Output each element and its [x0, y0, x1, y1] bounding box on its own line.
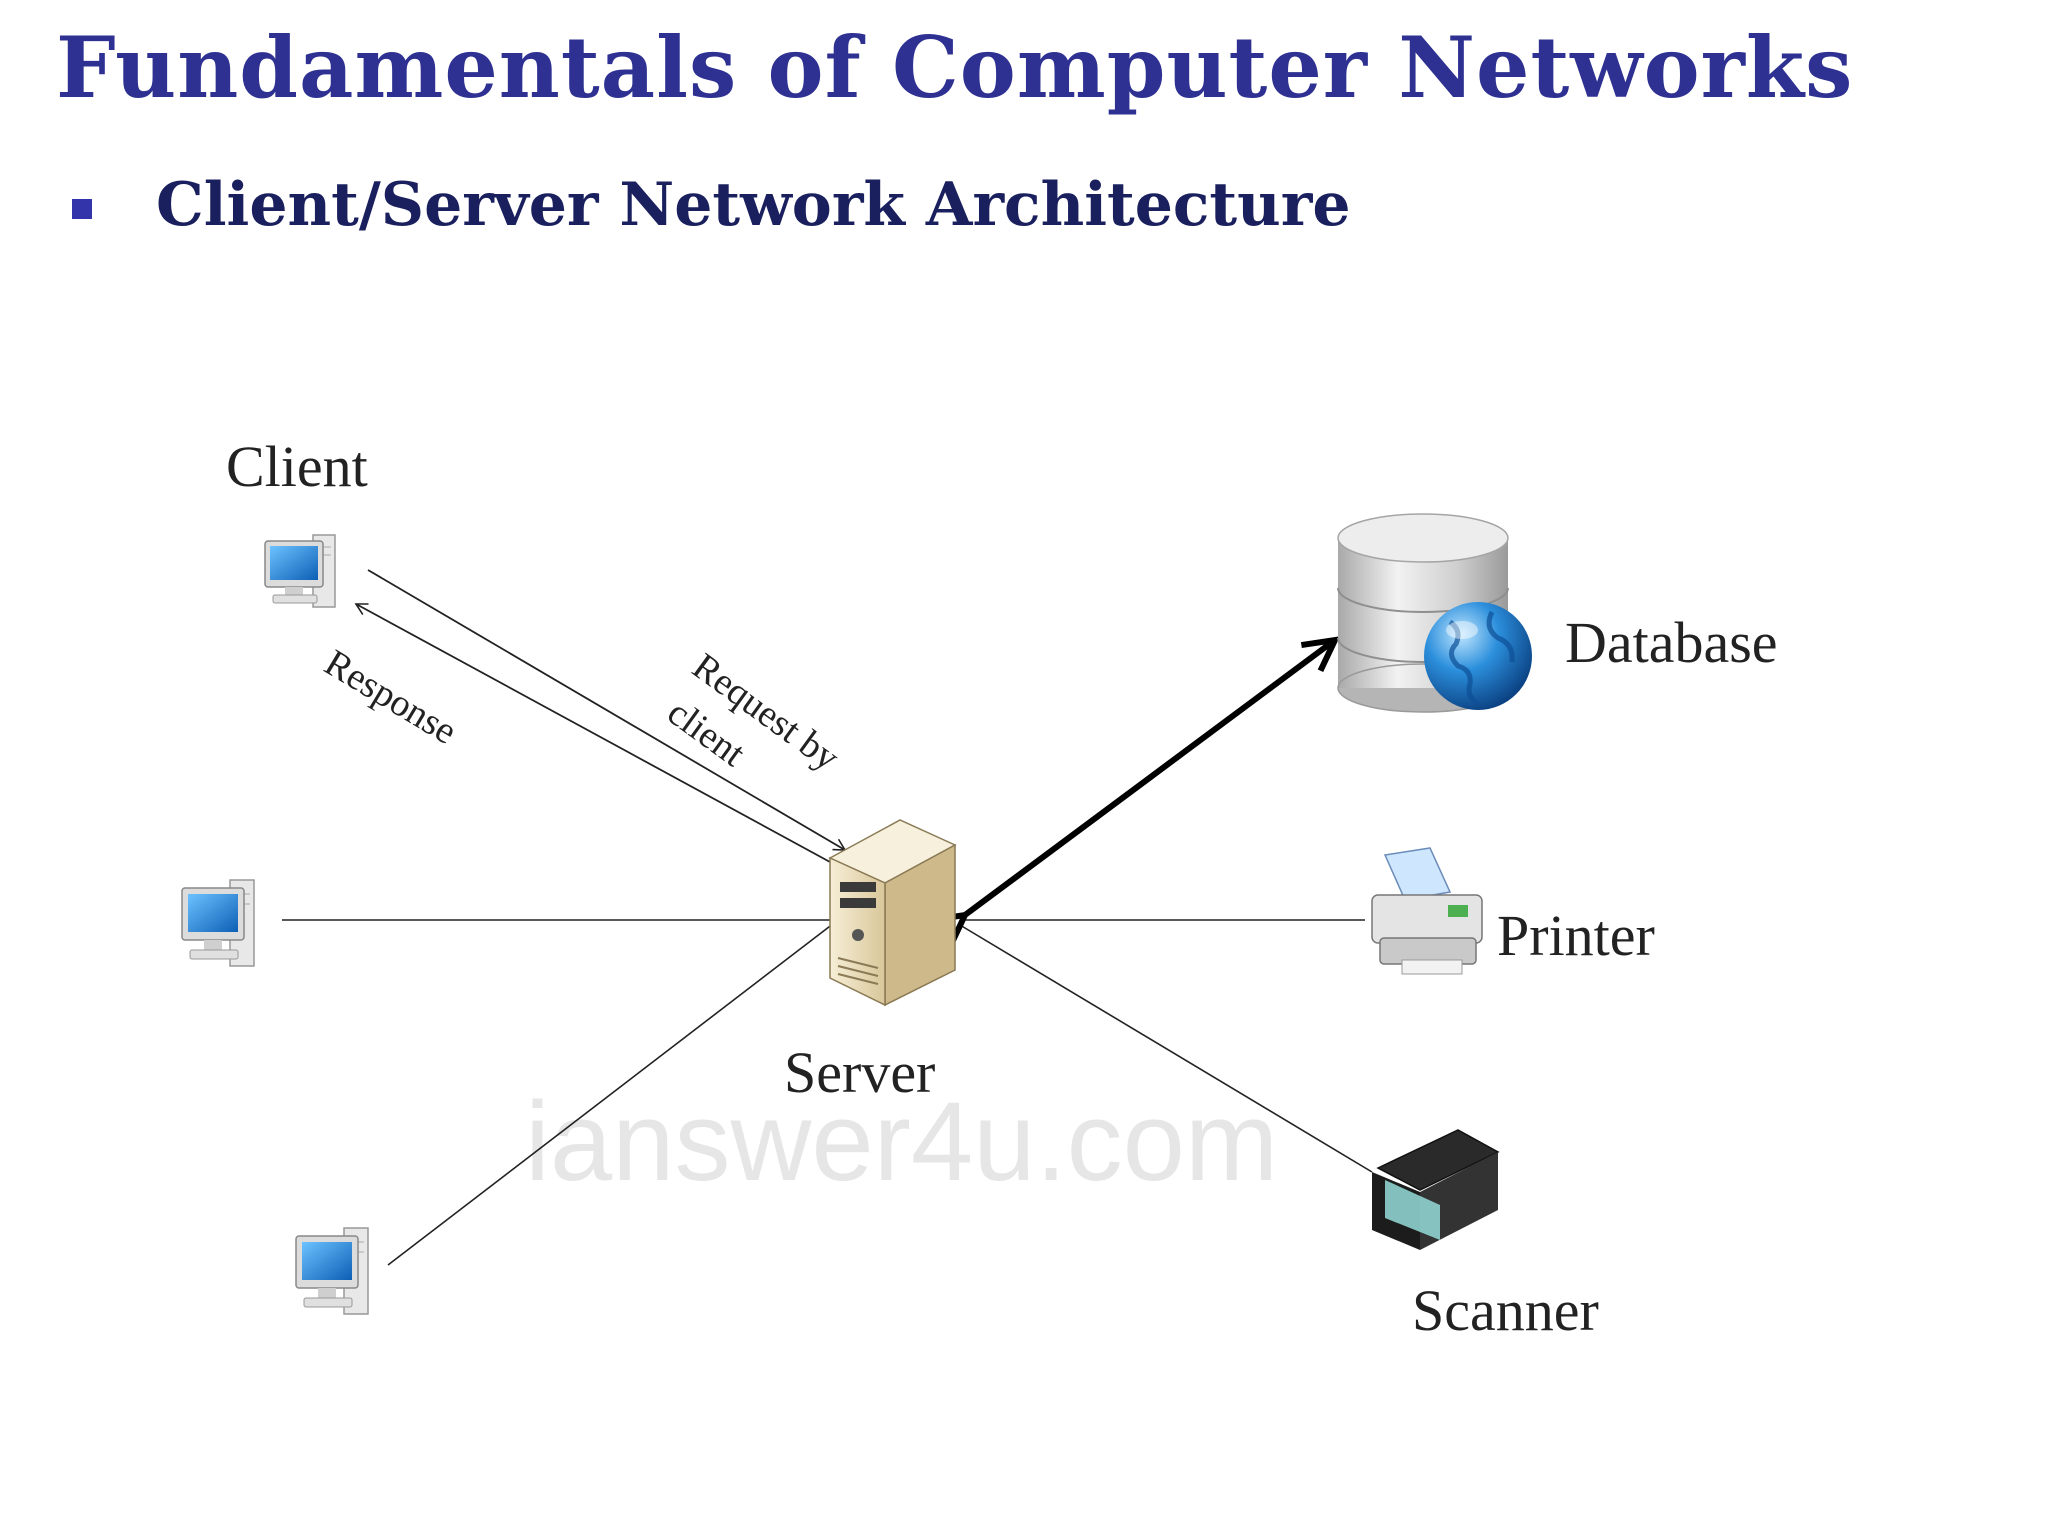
request-line [367, 569, 847, 851]
client-computer-icon [264, 534, 336, 608]
printer-label: Printer [1497, 903, 1655, 968]
response-label: Response [317, 642, 463, 753]
server-label: Server [784, 1040, 935, 1105]
database-label: Database [1565, 610, 1778, 675]
response-line [354, 603, 831, 863]
client-label: Client [226, 434, 368, 499]
server-icon [828, 819, 957, 1007]
client3-line [387, 919, 839, 1266]
scanner-icon [1372, 1129, 1500, 1250]
client-computer-icon [181, 879, 255, 967]
connection-lines [282, 569, 1373, 1266]
scanner-line [959, 924, 1373, 1173]
watermark-text: ianswer4u.com [525, 1079, 1278, 1204]
client-computer-icon [295, 1227, 369, 1315]
slide-title: Fundamentals of Computer Networks [56, 18, 1854, 117]
bullet-item: Client/Server Network Architecture [72, 170, 1351, 240]
database-link [965, 640, 1335, 915]
bullet-text: Client/Server Network Architecture [156, 170, 1351, 240]
printer-icon [1371, 847, 1483, 975]
bullet-marker [72, 199, 92, 219]
scanner-label: Scanner [1412, 1278, 1599, 1343]
globe-icon [1424, 602, 1532, 710]
